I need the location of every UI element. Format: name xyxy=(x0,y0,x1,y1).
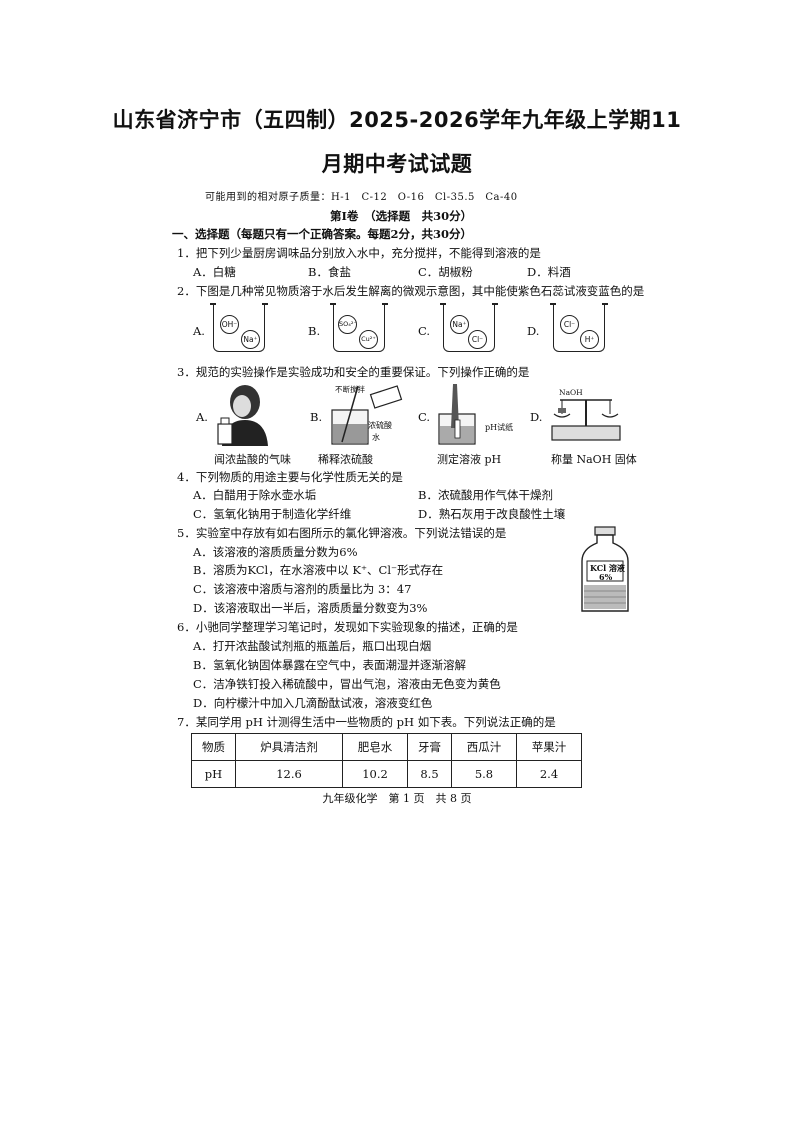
table-cell: 5.8 xyxy=(450,760,517,788)
table-row: 物质 炉具清洁剂 肥皂水 牙膏 西瓜汁 苹果汁 xyxy=(191,733,583,761)
q3-label-d: D. xyxy=(530,410,543,424)
q1-option-a: A．白糖 xyxy=(193,265,236,279)
q4-option-a: A．白醋用于除水壶水垢 xyxy=(193,488,317,502)
table-header-cell: 西瓜汁 xyxy=(450,733,517,761)
q2-ion-c1: Na⁺ xyxy=(450,315,469,334)
q6-option-a: A．打开浓盐酸试剂瓶的瓶盖后，瓶口出现白烟 xyxy=(193,639,432,653)
table-cell: pH xyxy=(191,760,236,788)
q5-stem: 5．实验室中存放有如右图所示的氯化钾溶液。下列说法错误的是 xyxy=(177,526,507,540)
table-header-cell: 肥皂水 xyxy=(342,733,409,761)
q5-option-c: C．该溶液中溶质与溶剂的质量比为 3：47 xyxy=(193,582,412,596)
q7-ph-table: 物质 炉具清洁剂 肥皂水 牙膏 西瓜汁 苹果汁 pH 12.6 10.2 8.5… xyxy=(191,733,583,788)
q5-kcl-bottle xyxy=(581,526,629,612)
q6-stem: 6．小驰同学整理学习笔记时，发现如下实验现象的描述，正确的是 xyxy=(177,620,518,634)
q1-option-d: D．料酒 xyxy=(527,265,571,279)
q6-option-b: B．氢氧化钠固体暴露在空气中，表面潮湿并逐渐溶解 xyxy=(193,658,466,672)
table-row: pH 12.6 10.2 8.5 5.8 2.4 xyxy=(191,760,583,788)
q3-caption-b: 稀释浓硫酸 xyxy=(318,453,373,466)
q2-ion-a1: OH⁻ xyxy=(220,315,239,334)
q2-ion-d2: H⁺ xyxy=(580,330,599,349)
q3-label-a: A. xyxy=(196,410,208,424)
table-cell: 10.2 xyxy=(342,760,409,788)
q2-ion-c2: Cl⁻ xyxy=(468,330,487,349)
q1-stem: 1．把下列少量厨房调味品分别放入水中，充分搅拌，不能得到溶液的是 xyxy=(177,246,541,260)
atomic-masses: 可能用到的相对原子质量：H-1 C-12 O-16 Cl-35.5 Ca-40 xyxy=(205,192,518,203)
q2-ion-b1: SO₄²⁻ xyxy=(338,315,357,334)
q2-beaker-b: SO₄²⁻ Cu²⁺ xyxy=(330,303,388,352)
q2-label-a: A. xyxy=(193,324,205,338)
q3-image-dilute-acid xyxy=(331,385,403,445)
q3-stem: 3．规范的实验操作是实验成功和安全的重要保证。下列操作正确的是 xyxy=(177,365,530,379)
table-header-cell: 物质 xyxy=(191,733,236,761)
table-cell: 8.5 xyxy=(407,760,452,788)
q2-ion-a2: Na⁺ xyxy=(241,330,260,349)
q7-stem: 7．某同学用 pH 计测得生活中一些物质的 pH 如下表。下列说法正确的是 xyxy=(177,715,556,729)
q3-caption-d: 称量 NaOH 固体 xyxy=(551,453,637,466)
table-header-cell: 牙膏 xyxy=(407,733,452,761)
q3-label-b: B. xyxy=(310,410,323,424)
q3-note-stir: 不断搅拌 xyxy=(335,385,365,394)
q3-note-acid: 浓硫酸 xyxy=(368,421,392,430)
q3-note-water: 水 xyxy=(372,433,380,442)
q3-image-weigh-naoh xyxy=(551,399,621,441)
q4-stem: 4．下列物质的用途主要与化学性质无关的是 xyxy=(177,470,403,484)
q1-option-c: C．胡椒粉 xyxy=(418,265,473,279)
q3-image-measure-ph xyxy=(438,384,476,445)
q2-beaker-c: Na⁺ Cl⁻ xyxy=(440,303,498,352)
q6-option-c: C．洁净铁钉投入稀硫酸中，冒出气泡，溶液由无色变为黄色 xyxy=(193,677,501,691)
q2-beaker-a: OH⁻ Na⁺ xyxy=(210,303,268,352)
q2-label-c: C. xyxy=(418,324,431,338)
q3-caption-a: 闻浓盐酸的气味 xyxy=(214,453,291,466)
q4-option-c: C．氢氧化钠用于制造化学纤维 xyxy=(193,507,352,521)
q6-option-d: D．向柠檬汁中加入几滴酚酞试液，溶液变红色 xyxy=(193,696,433,710)
exam-title-line-1: 山东省济宁市（五四制）2025-2026学年九年级上学期11 xyxy=(112,108,682,132)
page-footer: 九年级化学 第 1 页 共 8 页 xyxy=(322,792,472,805)
table-header-cell: 苹果汁 xyxy=(515,733,583,761)
q1-option-b: B．食盐 xyxy=(308,265,351,279)
q2-beaker-d: Cl⁻ H⁺ xyxy=(550,303,608,352)
q2-label-d: D. xyxy=(527,324,540,338)
q5-option-b: B．溶质为KCl，在水溶液中以 K⁺、Cl⁻形式存在 xyxy=(193,563,444,577)
q2-stem: 2．下图是几种常见物质溶于水后发生解离的微观示意图，其中能使紫色石蕊试液变蓝色的… xyxy=(177,284,645,298)
table-header-cell: 炉具清洁剂 xyxy=(234,733,344,761)
q3-caption-c: 测定溶液 pH xyxy=(437,453,502,466)
q3-label-c: C. xyxy=(418,410,431,424)
q3-image-smell-acid xyxy=(217,385,268,446)
q5-option-d: D．该溶液取出一半后，溶质质量分数变为3% xyxy=(193,601,428,615)
exam-title-line-2: 月期中考试试题 xyxy=(321,152,473,176)
q5-bottle-label-name: KCl 溶液 xyxy=(590,563,625,573)
q3-note-naoh: NaOH xyxy=(559,388,583,397)
section-heading: 第Ⅰ卷 （选择题 共30分） xyxy=(330,209,473,223)
table-cell: 2.4 xyxy=(515,760,583,788)
q2-ion-b2: Cu²⁺ xyxy=(359,330,378,349)
part-one-heading: 一、选择题（每题只有一个正确答案。每题2分，共30分） xyxy=(172,227,473,241)
table-cell: 12.6 xyxy=(234,760,344,788)
q4-option-b: B．浓硫酸用作气体干燥剂 xyxy=(418,488,553,502)
q5-bottle-label-percent: 6% xyxy=(599,572,613,582)
q2-label-b: B. xyxy=(308,324,321,338)
q5-option-a: A．该溶液的溶质质量分数为6% xyxy=(193,545,358,559)
q3-note-paper: pH试纸 xyxy=(485,423,514,432)
q4-option-d: D．熟石灰用于改良酸性土壤 xyxy=(418,507,566,521)
q2-ion-d1: Cl⁻ xyxy=(560,315,579,334)
